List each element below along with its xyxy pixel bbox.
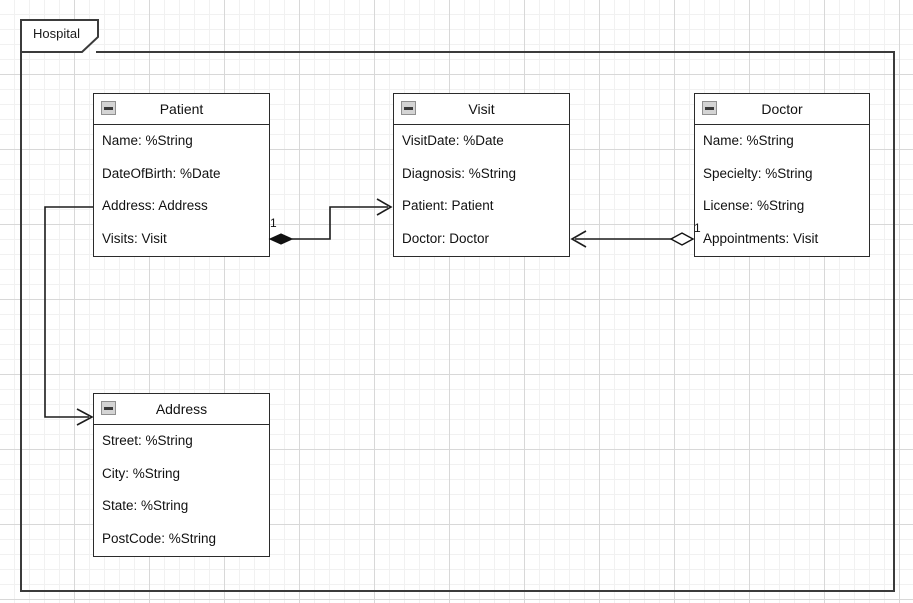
class-name-doctor: Doctor (761, 101, 803, 117)
collapse-icon[interactable] (401, 101, 416, 115)
class-box-doctor[interactable]: Doctor Name: %String Specielty: %String … (694, 93, 870, 257)
multiplicity-label-patient-visit: 1 (270, 216, 277, 230)
class-box-visit[interactable]: Visit VisitDate: %Date Diagnosis: %Strin… (393, 93, 570, 257)
class-header-visit: Visit (394, 94, 569, 125)
class-name-patient: Patient (159, 101, 204, 117)
class-header-address: Address (94, 394, 269, 425)
class-attributes-visit: VisitDate: %Date Diagnosis: %String Pati… (394, 125, 569, 255)
package-tab-shape (20, 19, 99, 53)
class-name-address: Address (155, 401, 208, 417)
class-attributes-doctor: Name: %String Specielty: %String License… (695, 125, 869, 255)
class-attribute: State: %String (102, 498, 189, 513)
class-header-patient: Patient (94, 94, 269, 125)
collapse-icon[interactable] (702, 101, 717, 115)
collapse-icon[interactable] (101, 101, 116, 115)
package-tab[interactable]: Hospital (20, 19, 100, 53)
class-attribute: Patient: Patient (402, 198, 494, 213)
class-attribute: VisitDate: %Date (402, 133, 504, 148)
class-attribute: City: %String (102, 465, 181, 481)
package-frame[interactable] (20, 51, 895, 592)
package-frame-top-edge (96, 51, 895, 53)
class-attribute: Diagnosis: %String (402, 165, 517, 181)
class-attribute: Appointments: Visit (703, 230, 819, 246)
class-box-patient[interactable]: Patient Name: %String DateOfBirth: %Date… (93, 93, 270, 257)
class-attribute: Visits: Visit (102, 230, 167, 246)
class-attribute: Address: Address (102, 198, 208, 213)
class-attribute: Name: %String (102, 133, 193, 148)
class-attribute: Doctor: Doctor (402, 230, 490, 246)
class-attributes-patient: Name: %String DateOfBirth: %Date Address… (94, 125, 269, 255)
class-attribute: DateOfBirth: %Date (102, 165, 221, 181)
class-attribute: License: %String (703, 198, 805, 213)
class-attribute: Specielty: %String (703, 165, 813, 181)
class-attribute: PostCode: %String (102, 530, 217, 546)
collapse-icon[interactable] (101, 401, 116, 415)
package-name-label: Hospital (33, 26, 80, 41)
class-attribute: Street: %String (102, 433, 193, 448)
class-box-address[interactable]: Address Street: %String City: %String St… (93, 393, 270, 557)
class-attribute: Name: %String (703, 133, 794, 148)
class-name-visit: Visit (468, 101, 495, 117)
multiplicity-label-doctor-visit: 1 (694, 221, 701, 235)
class-header-doctor: Doctor (695, 94, 869, 125)
class-attributes-address: Street: %String City: %String State: %St… (94, 425, 269, 555)
